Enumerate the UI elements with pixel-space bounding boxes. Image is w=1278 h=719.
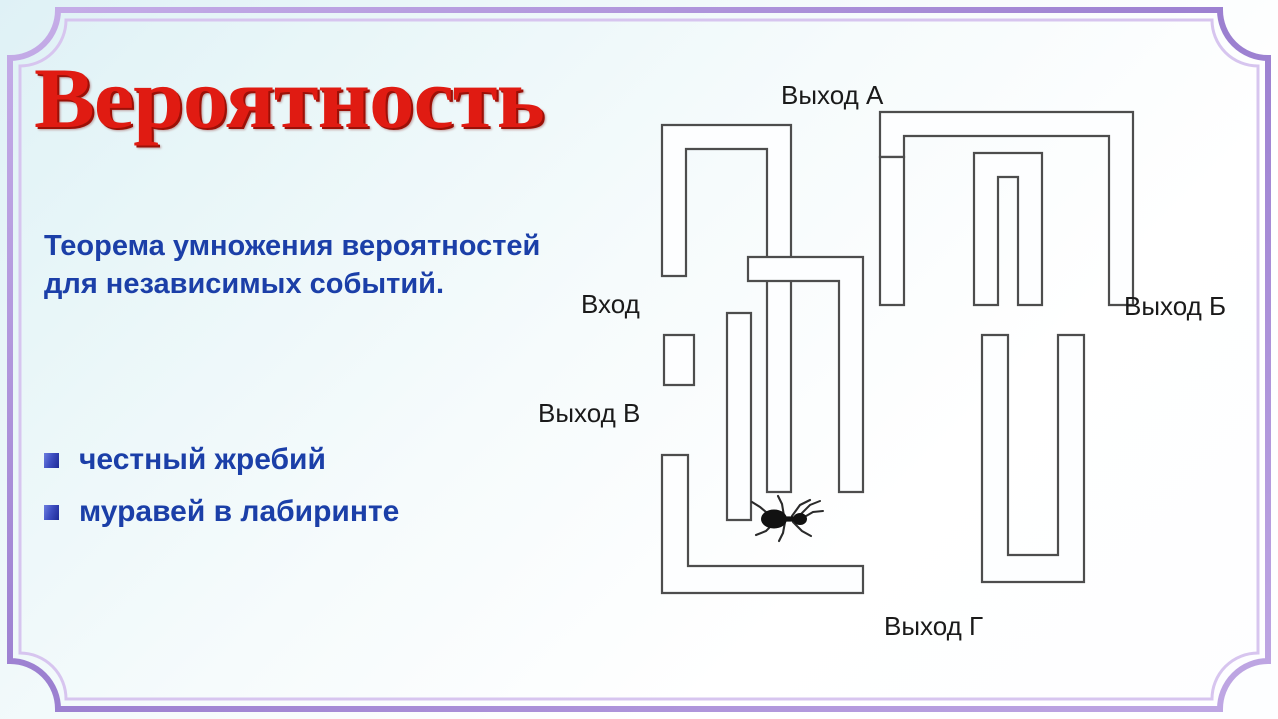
- list-item: муравей в лабиринте: [44, 486, 584, 538]
- ant-icon: [750, 494, 824, 543]
- maze-wall-step-center: [746, 255, 865, 494]
- maze-wall-U-bottom-right: [980, 333, 1086, 584]
- square-bullet-icon: [44, 504, 59, 520]
- square-bullet-icon: [44, 452, 59, 468]
- maze-wall-vertical-center-left: [765, 276, 793, 494]
- maze-label-exit-v: Выход В: [538, 398, 641, 428]
- maze-wall-tee-stem: [878, 155, 906, 307]
- maze-wall-tall-center: [725, 311, 753, 522]
- maze-wall-stub-entrance: [662, 333, 696, 387]
- bullet-label: честный жребий: [79, 443, 326, 476]
- maze-label-entrance: Вход: [581, 289, 640, 319]
- maze-wall-tee-top-right: [878, 110, 1135, 307]
- maze-label-exit-a: Выход А: [781, 80, 884, 110]
- list-item: честный жребий: [44, 434, 584, 486]
- bullet-list: честный жребий муравей в лабиринте: [44, 434, 584, 538]
- bullet-label: муравей в лабиринте: [79, 495, 400, 528]
- subtitle-text: Теорема умножения вероятностей для незав…: [44, 230, 541, 300]
- maze-wall-L-bottom-left: [660, 453, 865, 595]
- maze-diagram: [660, 110, 1135, 595]
- maze-wall-pi-upper-left: [660, 123, 793, 280]
- maze-label-exit-b: Выход Б: [1124, 291, 1227, 321]
- maze-wall-pi-right: [972, 151, 1044, 307]
- page-title: Вероятность: [34, 50, 545, 146]
- maze-label-exit-g: Выход Г: [884, 611, 984, 641]
